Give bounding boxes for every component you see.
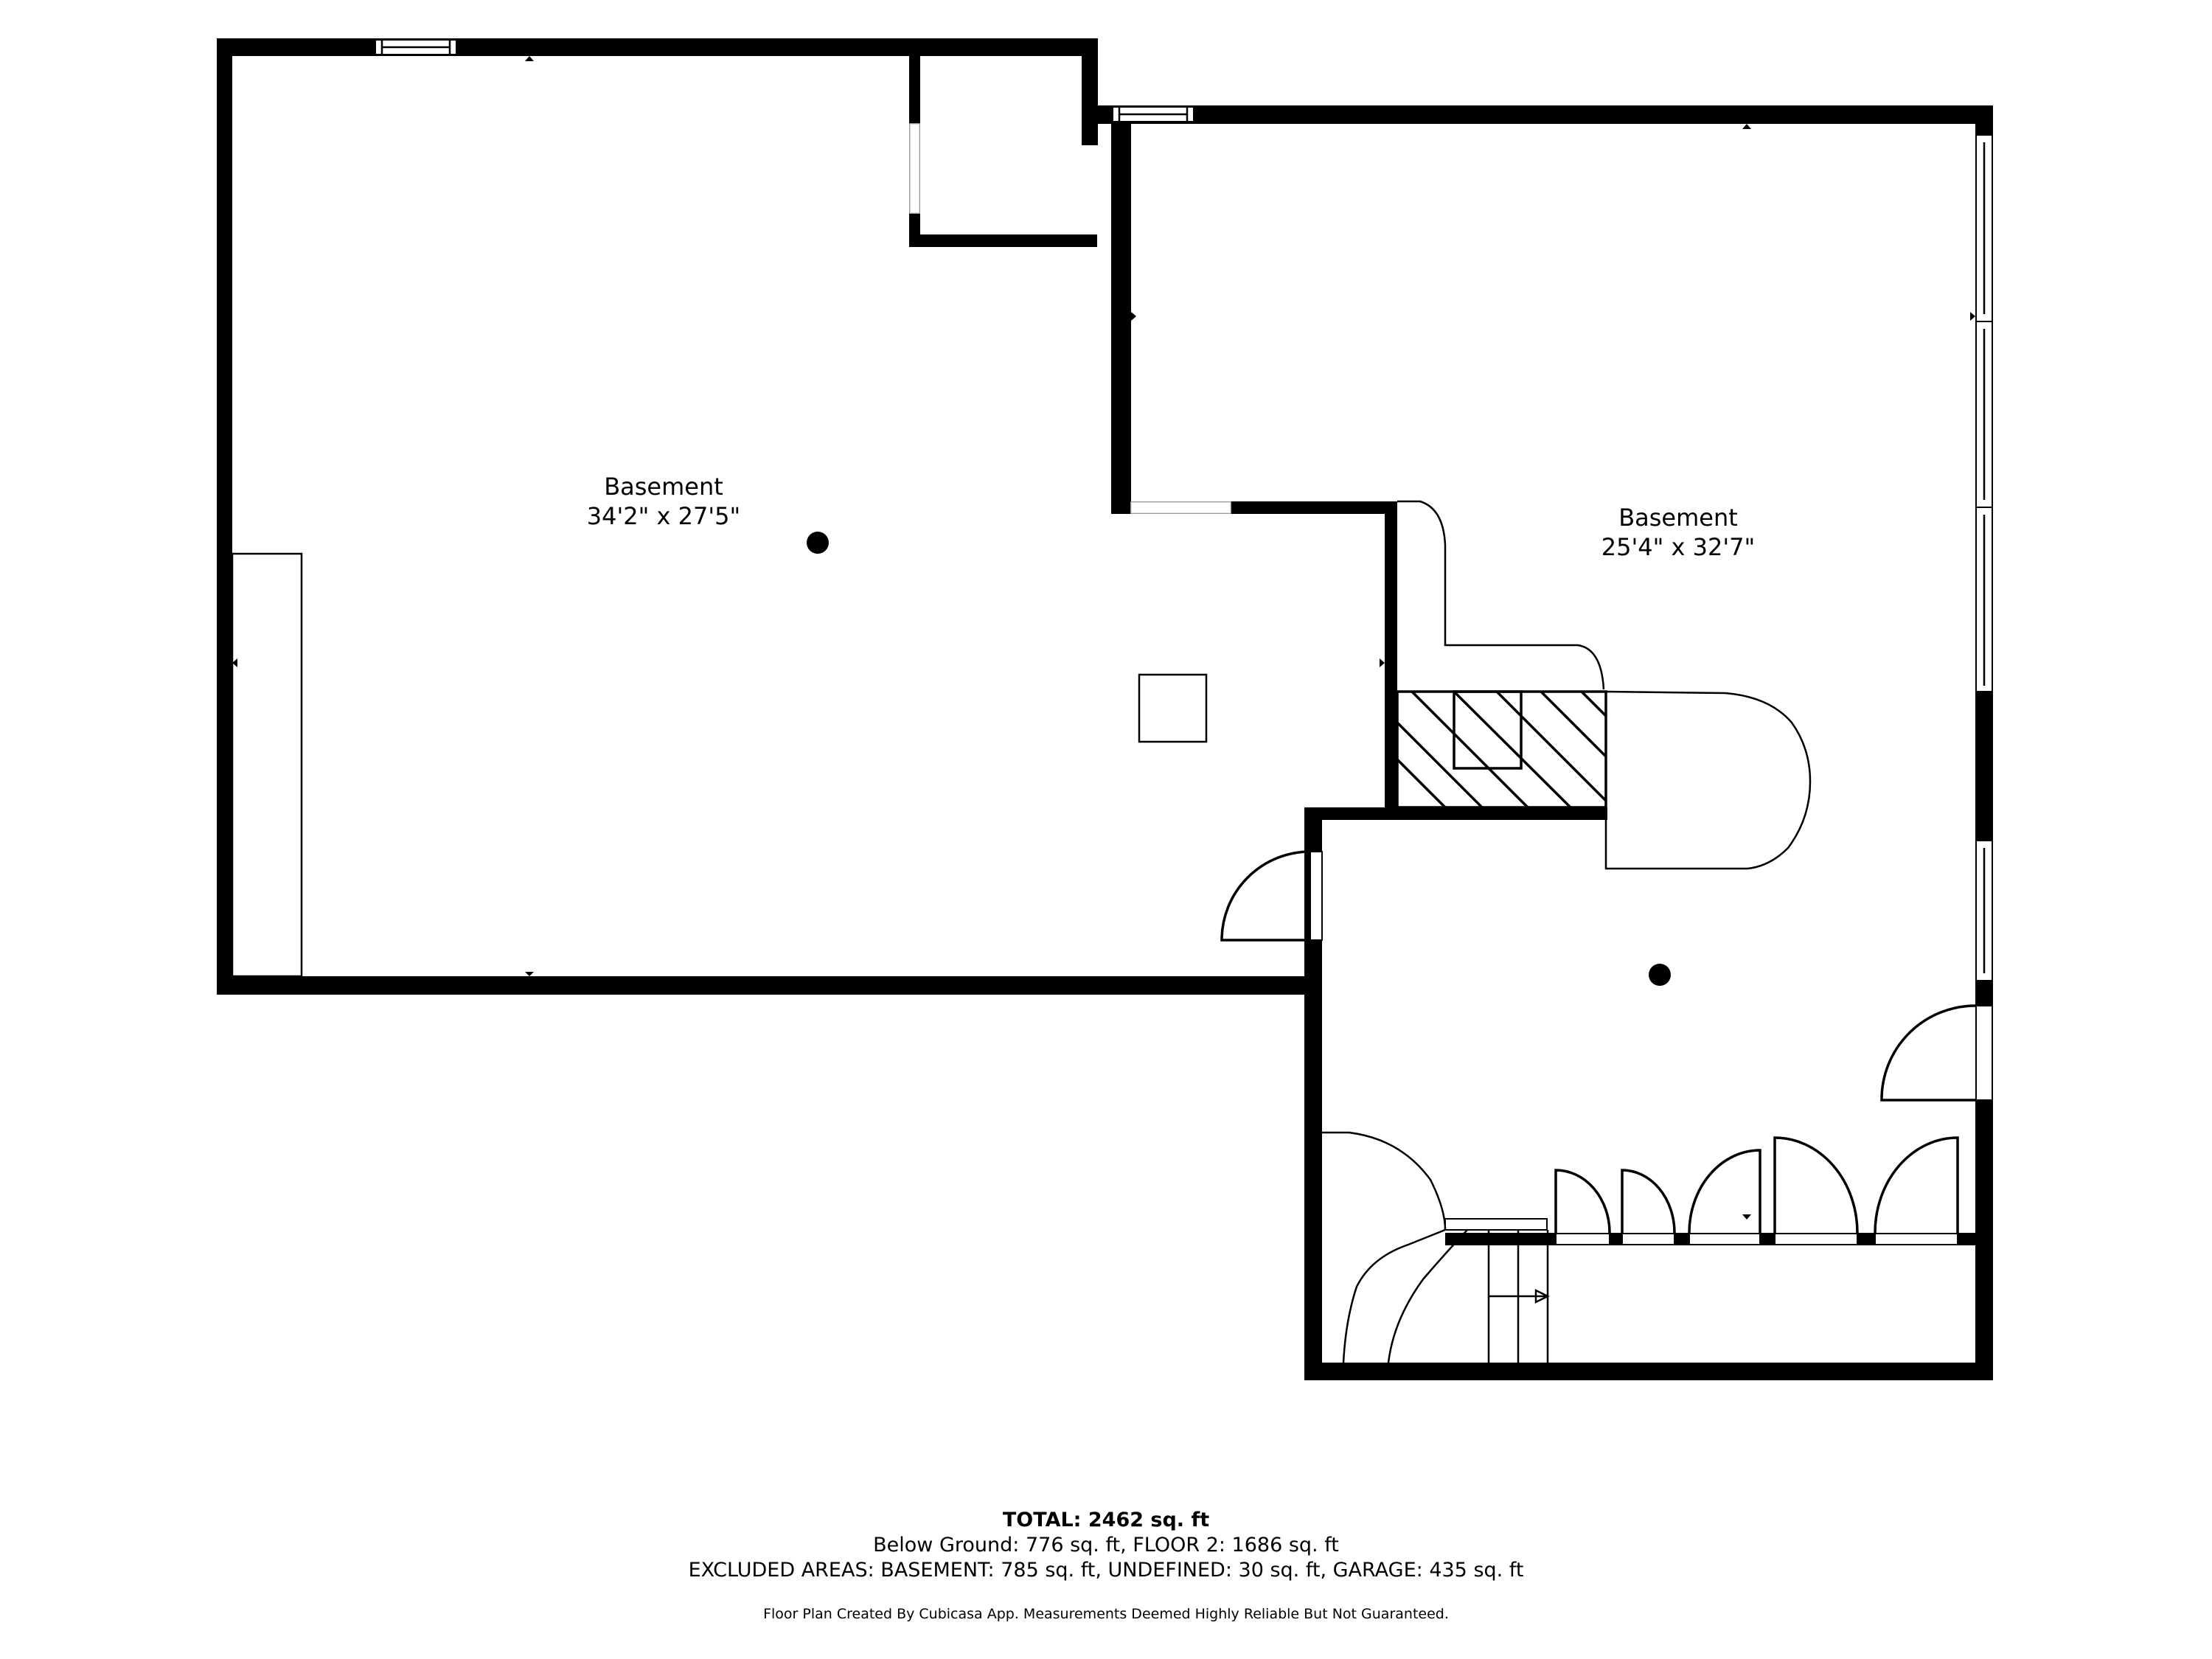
area-breakdown: Below Ground: 776 sq. ft, FLOOR 2: 1686 … xyxy=(873,1534,1339,1557)
room-name: Basement xyxy=(604,473,723,501)
walls xyxy=(217,38,1993,1380)
hatch-pattern xyxy=(1397,692,1606,807)
total-area: TOTAL: 2462 sq. ft xyxy=(1002,1509,1210,1531)
room-label-right-basement: Basement 25'4" x 32'7" xyxy=(1601,503,1755,562)
room-center-marker xyxy=(1649,964,1671,986)
room-dimensions: 34'2" x 27'5" xyxy=(586,502,741,530)
disclaimer: Floor Plan Created By Cubicasa App. Meas… xyxy=(763,1606,1449,1622)
doors xyxy=(1220,850,1993,1245)
excluded-areas: EXCLUDED AREAS: BASEMENT: 785 sq. ft, UN… xyxy=(688,1559,1524,1582)
room-name: Basement xyxy=(1618,504,1738,532)
room-dimensions: 25'4" x 32'7" xyxy=(1601,533,1756,561)
room-label-left-basement: Basement 34'2" x 27'5" xyxy=(587,472,740,531)
room-center-marker xyxy=(807,532,829,554)
fixtures xyxy=(231,56,1975,1363)
windows xyxy=(375,39,1993,981)
